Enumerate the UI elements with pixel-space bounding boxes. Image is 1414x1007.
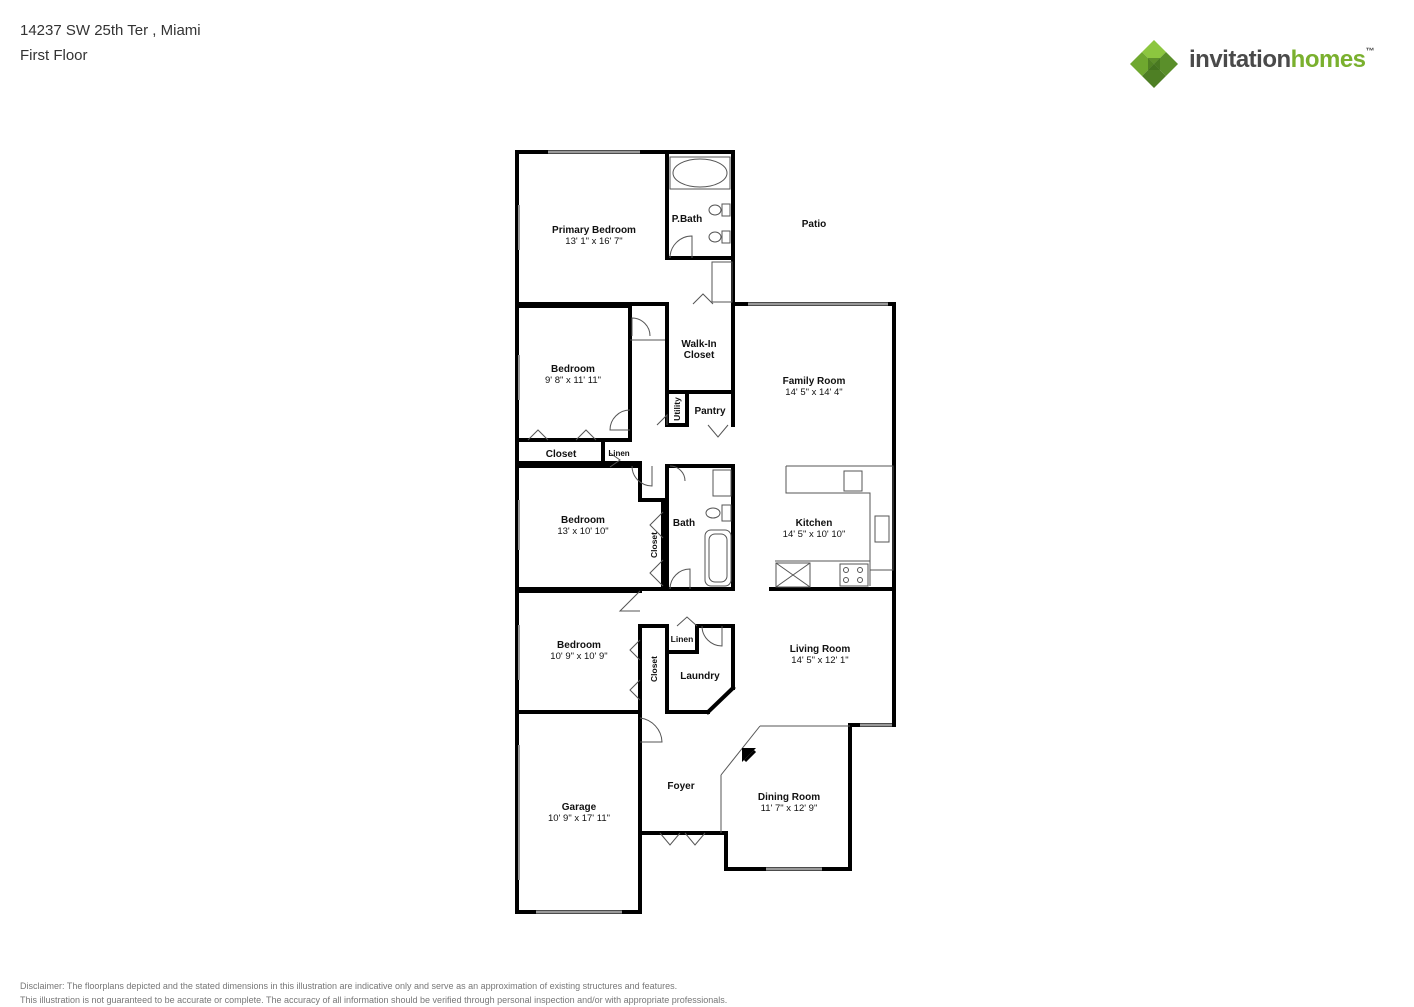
room-patio-name: Patio — [802, 219, 826, 230]
room-closet-2-name: Closet — [649, 532, 659, 558]
room-walk-in-closet-line1: Walk-In — [681, 339, 716, 350]
room-kitchen-dims: 14' 5" x 10' 10" — [783, 529, 846, 540]
room-primary-bedroom-name: Primary Bedroom — [552, 225, 636, 236]
brand-word-invitation: invitation — [1189, 46, 1291, 73]
room-p-bath-name: P.Bath — [672, 214, 702, 225]
room-garage-name: Garage — [562, 802, 597, 813]
room-family-room-name: Family Room — [783, 376, 846, 387]
property-address: 14237 SW 25th Ter , Miami — [20, 22, 201, 39]
room-bedroom-1-dims: 9' 8" x 11' 11" — [545, 375, 601, 386]
room-linen-1-name: Linen — [608, 449, 629, 458]
brand-word-homes: homes — [1290, 46, 1366, 73]
room-closet-1-name: Closet — [546, 449, 577, 460]
room-bath-name: Bath — [673, 518, 695, 529]
disclaimer-line-1: Disclaimer: The floorplans depicted and … — [20, 981, 678, 991]
entrance-arrow-icon — [742, 748, 757, 763]
room-dining-room-dims: 11' 7" x 12' 9" — [761, 803, 818, 814]
room-dining-room-name: Dining Room — [758, 792, 820, 803]
room-foyer-name: Foyer — [667, 781, 694, 792]
invitation-homes-logo-icon — [1130, 40, 1178, 88]
floor-label: First Floor — [20, 47, 88, 64]
room-bedroom-2-name: Bedroom — [561, 515, 605, 526]
room-pantry-name: Pantry — [694, 406, 726, 417]
room-bedroom-2-dims: 13' x 10' 10" — [557, 526, 608, 537]
room-family-room-dims: 14' 5" x 14' 4" — [785, 387, 842, 398]
room-bedroom-1-name: Bedroom — [551, 364, 595, 375]
room-living-room-name: Living Room — [790, 644, 851, 655]
room-kitchen-name: Kitchen — [796, 518, 833, 529]
room-utility-name: Utility — [672, 397, 682, 421]
room-garage-dims: 10' 9" x 17' 11" — [548, 813, 610, 824]
room-linen-2-name: Linen — [671, 634, 694, 644]
room-closet-3-name: Closet — [649, 656, 659, 682]
disclaimer-line-2: This illustration is not guaranteed to b… — [20, 995, 728, 1005]
fixtures — [518, 150, 894, 914]
disclaimer: Disclaimer: The floorplans depicted and … — [20, 979, 1400, 1007]
room-laundry-name: Laundry — [680, 671, 720, 682]
room-living-room-dims: 14' 5" x 12' 1" — [791, 655, 848, 666]
room-bedroom-3-dims: 10' 9" x 10' 9" — [550, 651, 607, 662]
room-walk-in-closet-line2: Closet — [684, 350, 715, 361]
brand-wordmark: invitationhomes™ — [1189, 46, 1375, 74]
room-bedroom-3-name: Bedroom — [557, 640, 601, 651]
room-primary-bedroom-dims: 13' 1" x 16' 7" — [565, 236, 622, 247]
brand-tm: ™ — [1365, 46, 1375, 56]
